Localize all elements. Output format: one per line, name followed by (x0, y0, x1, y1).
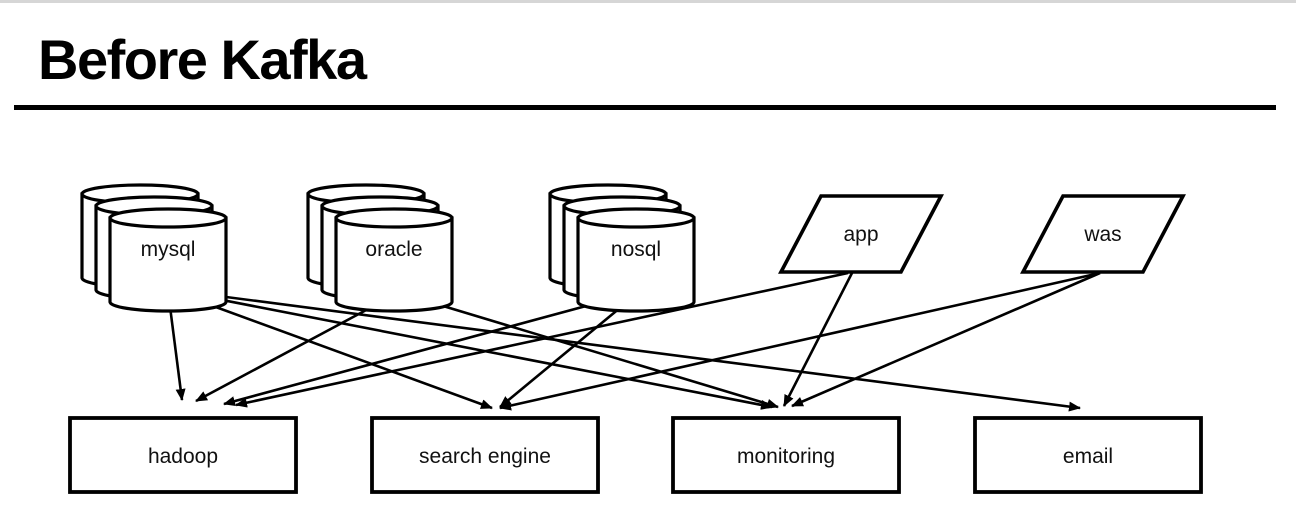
node-label-was: was (1083, 223, 1121, 246)
edge-nosql-to-hadoop (223, 291, 635, 406)
node-shape-search-engine (370, 416, 600, 494)
edge-mysql-to-monitoring (175, 289, 773, 410)
edge-was-to-search-engine (499, 271, 1101, 411)
node-shape-app (778, 194, 944, 274)
node-label-oracle: oracle (365, 238, 422, 261)
node-oracle: oracle (306, 183, 454, 313)
node-hadoop: hadoop (68, 416, 298, 494)
cylinder-top-3 (108, 207, 228, 229)
edge-mysql-to-email (179, 289, 1081, 412)
node-label-mysql: mysql (141, 238, 196, 261)
node-search-engine: search engine (370, 416, 600, 494)
cylinder-top-3 (576, 207, 696, 229)
node-app: app (778, 194, 944, 274)
cylinder-3 (576, 216, 696, 313)
node-label-search-engine: search engine (419, 445, 551, 468)
node-was: was (1020, 194, 1186, 274)
slide-title: Before Kafka (38, 28, 367, 91)
node-shape-monitoring (671, 416, 901, 494)
title-divider (14, 105, 1276, 110)
node-label-nosql: nosql (611, 238, 661, 261)
nodes-layer: mysql oracle nosql app was hadoop search engin… (68, 183, 1203, 494)
node-shape-hadoop (68, 416, 298, 494)
node-label-email: email (1063, 445, 1113, 468)
cylinder-3 (108, 216, 228, 313)
edge-was-to-monitoring (791, 271, 1101, 408)
node-email: email (973, 416, 1203, 494)
node-shape-email (973, 416, 1203, 494)
edge-app-to-monitoring (782, 272, 854, 407)
node-label-app: app (843, 223, 878, 246)
node-shape-was (1020, 194, 1186, 274)
edges-layer (166, 271, 1101, 412)
node-mysql: mysql (80, 183, 228, 313)
data-flow-diagram: mysql oracle nosql app was hadoop search engin… (68, 183, 1203, 494)
cylinder-top-3 (334, 207, 454, 229)
edge-oracle-to-monitoring (399, 291, 779, 409)
edge-mysql-to-search-engine (171, 289, 493, 410)
node-nosql: nosql (548, 183, 696, 313)
edge-app-to-hadoop (235, 271, 849, 408)
node-label-monitoring: monitoring (737, 445, 835, 468)
node-label-hadoop: hadoop (148, 445, 218, 468)
node-monitoring: monitoring (671, 416, 901, 494)
cylinder-3 (334, 216, 454, 313)
